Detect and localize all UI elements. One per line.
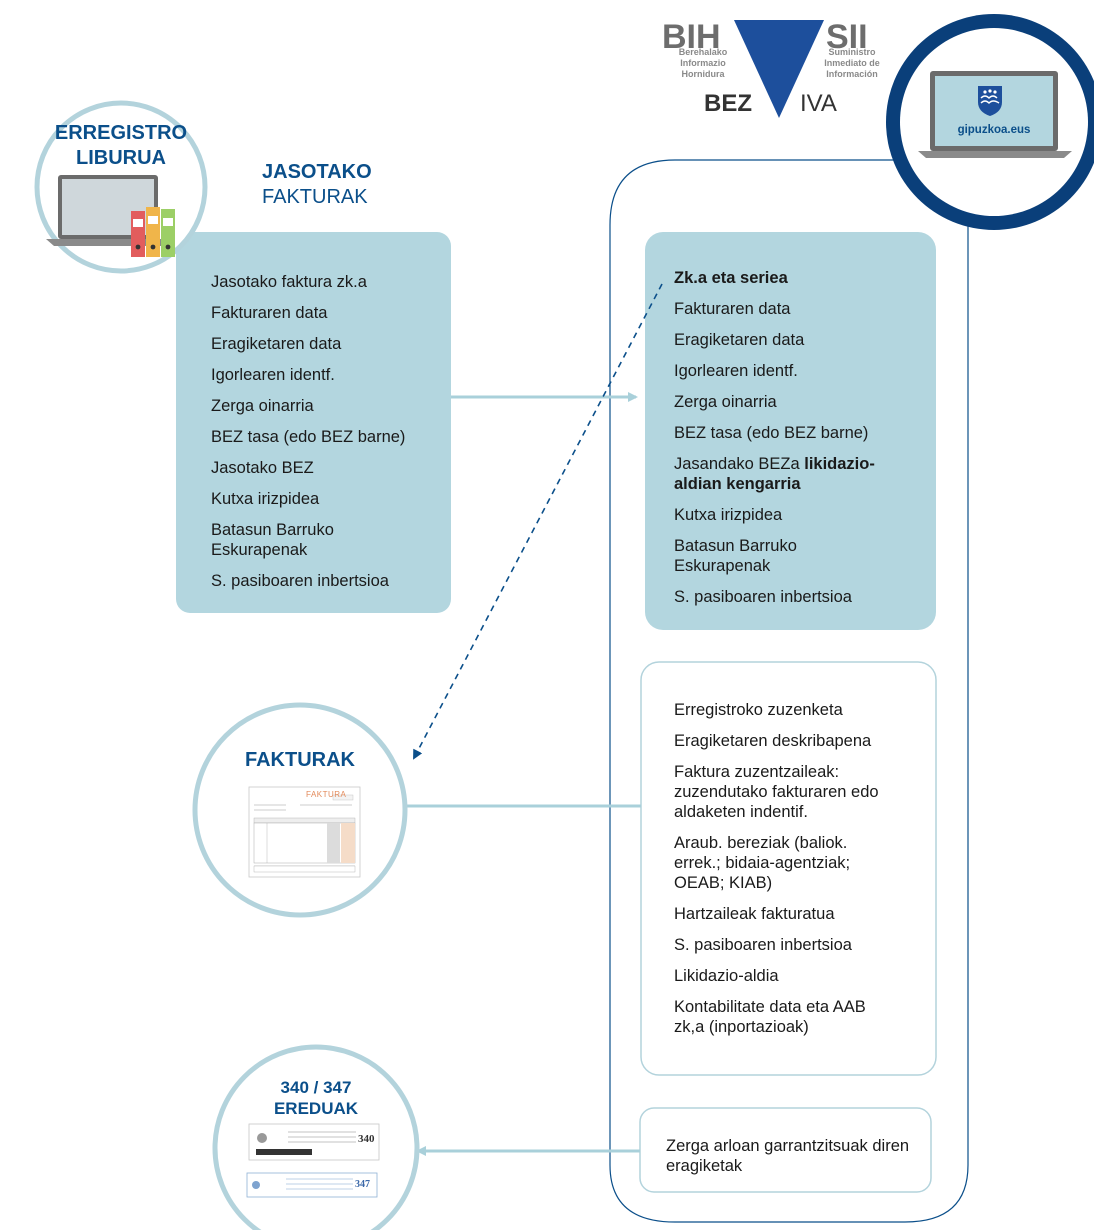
sii-subtitle-line: Inmediato de (824, 58, 880, 68)
bez-iva-triangle (734, 20, 824, 118)
form-347-image (246, 1172, 378, 1198)
list-item: Fakturaren data (211, 304, 328, 322)
bih-subtitle-line: Hornidura (681, 69, 725, 79)
ereduak-title: 340 / 347 EREDUAK (236, 1077, 396, 1119)
list-item: Igorlearen identf. (211, 366, 335, 384)
ereduak-title-line: 340 / 347 (280, 1078, 352, 1097)
bih-subtitle: Berehalako Informazio Hornidura (672, 47, 734, 80)
bez-logo-text: BEZ (704, 90, 752, 117)
bih-subtitle-line: Informazio (680, 58, 726, 68)
list-item: Kontabilitate data eta AAB zk,a (inporta… (674, 998, 866, 1036)
fakturak-title: FAKTURAK (245, 749, 355, 771)
relevant-operations-text: Zerga arloan garrantzitsuak diren eragik… (666, 1137, 910, 1175)
sii-fields-list: Zk.a eta seriea Fakturaren data Eragiket… (674, 268, 919, 618)
erregistro-title-line: ERREGISTRO (54, 122, 188, 144)
deductible-vat-label: Jasandako BEZa (674, 455, 805, 473)
received-invoices-heading-line2: FAKTURAK (262, 186, 368, 208)
list-item: Igorlearen identf. (674, 362, 798, 380)
list-item: Zk.a eta seriea (674, 269, 788, 287)
list-item: Jasotako BEZ (211, 459, 314, 477)
sii-subtitle: Suministro Inmediato de Información (818, 47, 886, 80)
list-item: S. pasiboaren inbertsioa (674, 936, 852, 954)
binders-icon (131, 207, 175, 257)
list-item: Zerga oinarria (211, 397, 314, 415)
sii-subtitle-line: Información (826, 69, 878, 79)
list-item: Likidazio-aldia (674, 967, 779, 985)
bih-subtitle-line: Berehalako (678, 47, 728, 57)
list-item: S. pasiboaren inbertsioa (674, 588, 852, 606)
list-item: BEZ tasa (edo BEZ barne) (674, 424, 869, 442)
list-item: Faktura zuzentzaileak: zuzendutako faktu… (674, 763, 879, 821)
list-item: Kutxa irizpidea (674, 506, 783, 524)
invoice-doc-label: FAKTURA (306, 790, 347, 799)
form-347-number: 347 (355, 1179, 370, 1190)
iva-logo-text: IVA (800, 90, 837, 117)
list-item: Fakturaren data (674, 300, 791, 318)
received-invoices-heading-line1: JASOTAKO (262, 161, 372, 183)
list-item: Eragiketaren data (211, 335, 342, 353)
portal-site-label: gipuzkoa.eus (957, 124, 1031, 136)
dashed-arrow-to-fakturak (413, 283, 663, 760)
form-340-image (248, 1123, 380, 1161)
ereduak-title-line: EREDUAK (273, 1099, 359, 1118)
received-invoices-heading: JASOTAKO FAKTURAK (262, 160, 372, 210)
sii-fields-panel (645, 232, 936, 630)
list-item: Hartzaileak fakturatua (674, 905, 835, 923)
additional-fields-panel (640, 661, 937, 1076)
list-item: Erregistroko zuzenketa (674, 701, 843, 719)
received-invoices-panel (176, 232, 451, 613)
portal-laptop-icon (918, 71, 1072, 158)
bih-logo-text: BIH (662, 18, 721, 56)
gipuzkoa-shield-icon (978, 86, 1002, 116)
list-item: Kutxa irizpidea (211, 490, 320, 508)
sii-subtitle-line: Suministro (828, 47, 876, 57)
list-item: Batasun Barruko Eskurapenak (211, 521, 334, 559)
form-340-number: 340 (358, 1133, 375, 1145)
list-item: Jasotako faktura zk.a (211, 273, 367, 291)
received-invoices-list: Jasotako faktura zk.a Fakturaren data Er… (211, 272, 441, 602)
deductible-vat-highlight: likidazio-aldian kengarria (674, 455, 875, 493)
list-item: Araub. bereziak (baliok. errek.; bidaia-… (674, 834, 851, 892)
list-item: S. pasiboaren inbertsioa (211, 572, 389, 590)
list-item: Zerga oinarria (674, 393, 777, 411)
additional-fields-list: Erregistroko zuzenketa Eragiketaren desk… (674, 700, 904, 1048)
list-item: Jasandako BEZa likidazio-aldian kengarri… (674, 454, 919, 494)
list-item: Eragiketaren deskribapena (674, 732, 872, 750)
list-item: Batasun Barruko Eskurapenak (674, 537, 797, 575)
invoice-document-image (248, 786, 361, 878)
list-item: Eragiketaren data (674, 331, 805, 349)
sii-logo-text: SII (826, 18, 868, 56)
erregistro-title-line: LIBURUA (76, 147, 166, 169)
list-item: BEZ tasa (edo BEZ barne) (211, 428, 406, 446)
erregistro-title: ERREGISTRO LIBURUA (37, 121, 205, 171)
